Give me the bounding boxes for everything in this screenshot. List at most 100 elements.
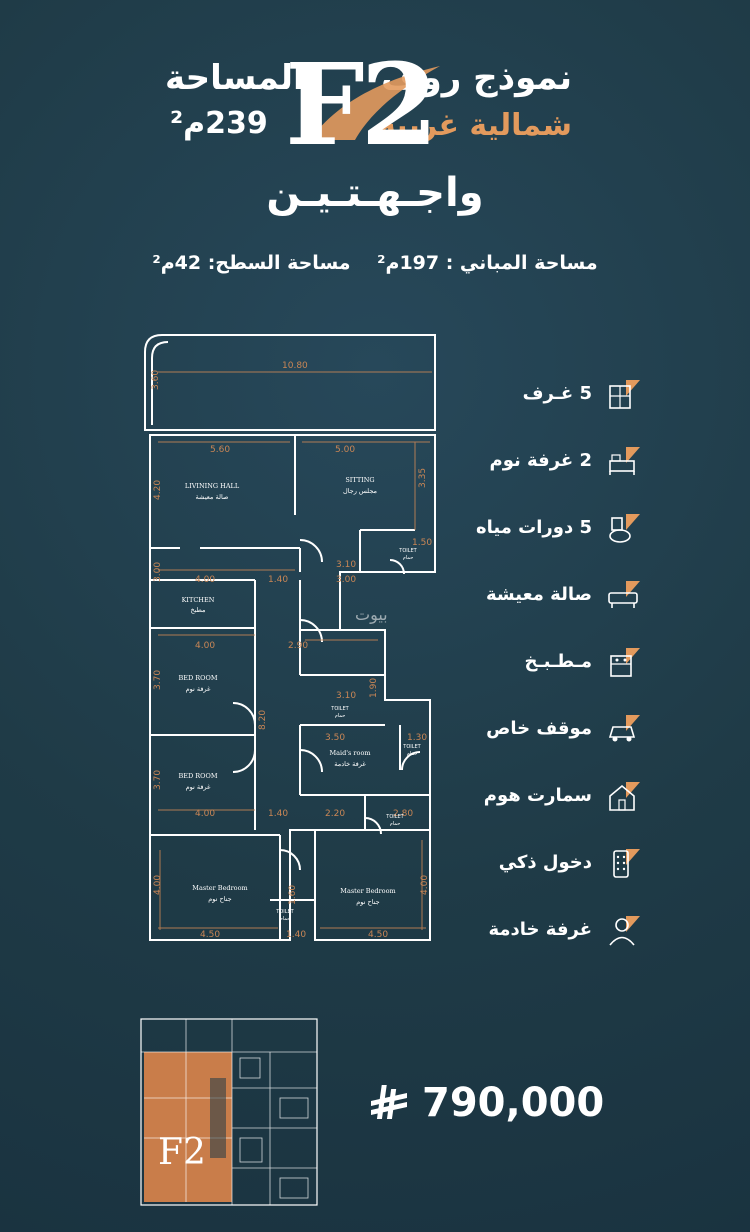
dim-text: 3.50 xyxy=(325,733,345,743)
dim-text: 2.90 xyxy=(288,641,308,651)
feature-item: 5 غـرف xyxy=(442,360,642,427)
feature-label: سمارت هوم xyxy=(483,785,592,806)
dim-text: 4.50 xyxy=(368,930,388,940)
room-sitting-ar: مجلس رجال xyxy=(343,487,378,495)
room-sitting-en: SITTING xyxy=(345,476,374,484)
dim-text: 1.30 xyxy=(407,733,427,743)
toilet-label: TOILET xyxy=(275,909,294,915)
feature-label: مـطـبـخ xyxy=(524,651,592,672)
toilet-label-ar: حمام xyxy=(407,751,418,757)
bathroom-icon xyxy=(606,510,642,546)
dim-text: 5.00 xyxy=(335,445,355,455)
area-value: 239م² xyxy=(170,106,268,141)
room-bed2-ar: غرفة نوم xyxy=(186,783,211,791)
toilet-label: TOILET xyxy=(385,814,404,820)
dim-text: 4.20 xyxy=(153,480,163,500)
feature-item: غرفة خادمة xyxy=(442,896,642,963)
door-swing xyxy=(299,619,323,643)
dim-text: 8.20 xyxy=(258,710,268,730)
dim-text: 2.20 xyxy=(325,809,345,819)
dim-text: 1.90 xyxy=(369,678,379,698)
dim-text: 3.60 xyxy=(151,370,161,390)
living-room-icon xyxy=(606,577,642,613)
dim-text: 1.40 xyxy=(268,575,288,585)
feature-item: دخول ذكي xyxy=(442,829,642,896)
door-swing xyxy=(299,749,323,773)
toilet-label-ar: حمام xyxy=(335,713,346,719)
dim-text: 4.00 xyxy=(195,809,215,819)
floor-plan: 10.80 3.60 5.60 5.00 4.20 3.35 1.50 3.10… xyxy=(144,334,436,941)
feature-label: غرفة خادمة xyxy=(488,919,593,940)
dim-text: 4.00 xyxy=(153,875,163,895)
model-orientation: شمالية غربية xyxy=(378,108,572,143)
room-maid-ar: غرفة خادمة xyxy=(334,760,366,768)
feature-label: 5 دورات مياه xyxy=(476,517,592,538)
feature-item: سمارت هوم xyxy=(442,762,642,829)
feature-item: صالة معيشة xyxy=(442,561,642,628)
dim-text: 5.60 xyxy=(210,445,230,455)
features-list: 5 غـرف 2 غرفة نوم 5 دورات مياه صالة معيش… xyxy=(442,360,642,963)
room-master2-en: Master Bedroom xyxy=(340,887,395,895)
dim-text: 4.50 xyxy=(200,930,220,940)
areas-line: مساحة المباني : 197م² مساحة السطح: 42م² xyxy=(0,252,750,274)
price-value: 790,000 xyxy=(422,1080,605,1126)
dim-text: 3.35 xyxy=(418,468,428,488)
room-kitchen-ar: مطبخ xyxy=(191,606,206,614)
rooms-icon xyxy=(606,376,642,412)
model-code: F2 xyxy=(285,40,438,171)
dim-text: 3.00 xyxy=(153,562,163,582)
toilet-label: TOILET xyxy=(330,706,349,712)
room-master1-en: Master Bedroom xyxy=(192,884,247,892)
dim-text: 3.70 xyxy=(153,670,163,690)
dim-text: 3.00 xyxy=(336,575,356,585)
dim-text: 4.00 xyxy=(420,875,430,895)
dim-text: 4.00 xyxy=(195,641,215,651)
room-bed1-ar: غرفة نوم xyxy=(186,685,211,693)
dim-text: 10.80 xyxy=(282,361,308,371)
room-master1-ar: جناح نوم xyxy=(208,895,231,903)
room-kitchen-en: KITCHEN xyxy=(182,596,215,604)
maid-icon xyxy=(606,912,642,948)
door-swing xyxy=(299,539,323,563)
feature-label: صالة معيشة xyxy=(486,584,592,605)
dim-text: 3.10 xyxy=(336,691,356,701)
riyal-icon xyxy=(371,1085,407,1119)
smart-home-icon xyxy=(606,778,642,814)
door-swing xyxy=(232,749,256,773)
dim-text: 2.80 xyxy=(393,809,413,819)
room-master2-ar: جناح نوم xyxy=(356,898,379,906)
swoosh-logo-icon xyxy=(310,66,440,140)
parking-icon xyxy=(606,711,642,747)
dim-text: 4.00 xyxy=(195,575,215,585)
toilet-label-ar: حمام xyxy=(403,555,414,561)
room-bed1-en: BED ROOM xyxy=(178,674,217,682)
mini-floor-map: F2 xyxy=(140,1018,318,1206)
roof-curve xyxy=(151,341,169,425)
kitchen-icon xyxy=(606,644,642,680)
feature-label: موقف خاص xyxy=(486,718,592,739)
door-swing xyxy=(232,702,256,726)
mini-model-code: F2 xyxy=(158,1132,206,1173)
door-swing xyxy=(279,849,301,871)
feature-item: موقف خاص xyxy=(442,695,642,762)
smart-entry-icon xyxy=(606,845,642,881)
building-area: مساحة المباني : 197م² xyxy=(377,252,598,274)
dim-text: 1.60 xyxy=(288,885,298,905)
feature-label: 5 غـرف xyxy=(522,383,592,404)
dim-text: 1.50 xyxy=(412,538,432,548)
toilet-label-ar: حمام xyxy=(280,916,291,922)
toilet-label-ar: حمام xyxy=(390,821,401,827)
feature-item: 2 غرفة نوم xyxy=(442,427,642,494)
room-maid-en: Maid's room xyxy=(329,749,370,757)
dim-text: 1.40 xyxy=(268,809,288,819)
toilet-label: TOILET xyxy=(402,744,421,750)
facades-title: واجـهـتـيـن xyxy=(266,170,484,216)
door-swing xyxy=(364,817,382,835)
room-living-ar: صالة معيشة xyxy=(196,493,229,501)
feature-label: 2 غرفة نوم xyxy=(489,450,593,471)
door-swing xyxy=(389,559,405,575)
bedroom-icon xyxy=(606,443,642,479)
toilet-label: TOILET xyxy=(398,548,417,554)
price: 790,000 xyxy=(368,1080,604,1126)
